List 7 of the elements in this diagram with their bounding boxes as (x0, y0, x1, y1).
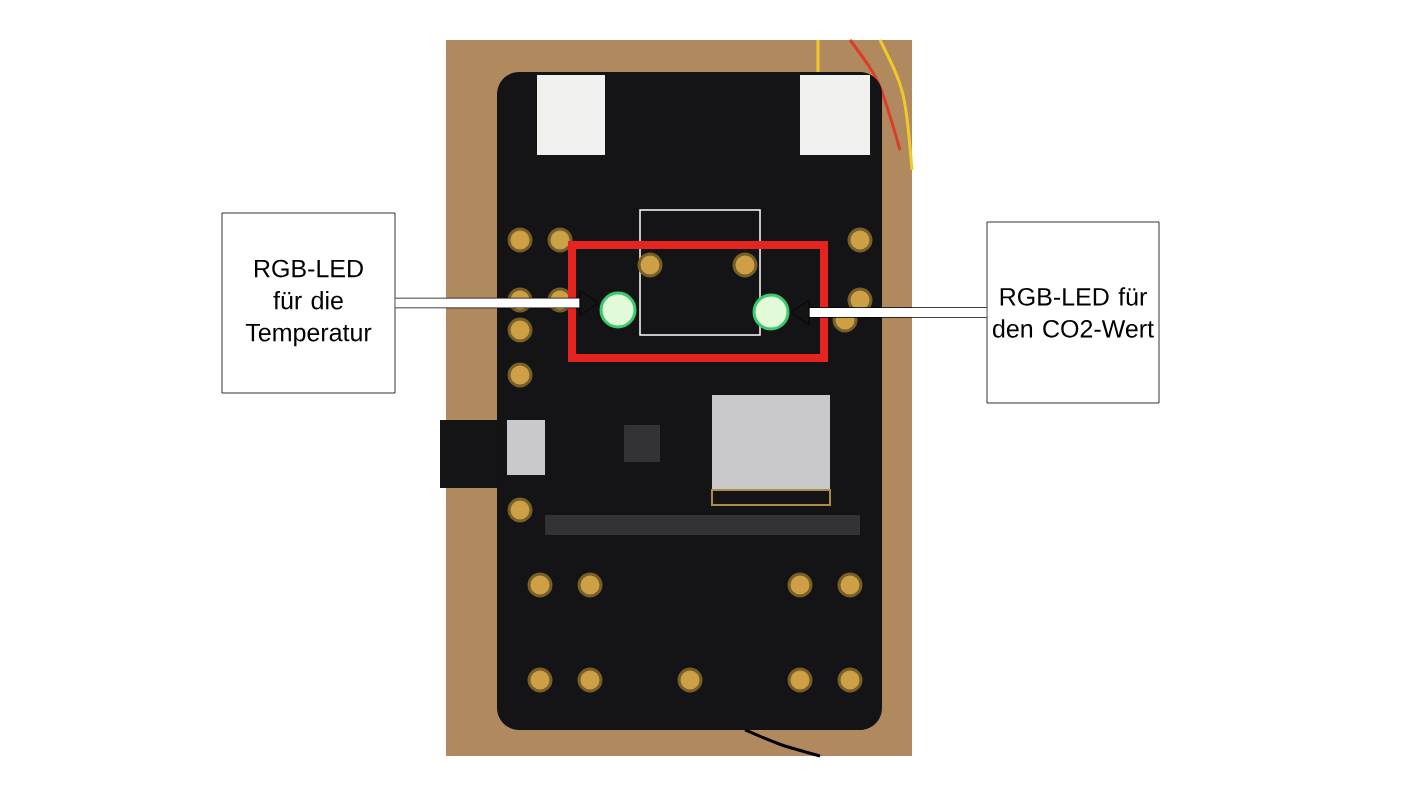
callout-box: RGB-LED für die Temperatur (221, 212, 396, 394)
callout-box: RGB-LED für den CO2-Wert (986, 221, 1160, 404)
highlight-frame (568, 241, 828, 362)
led (752, 293, 790, 331)
arrow (789, 299, 987, 326)
led (599, 291, 637, 329)
arrow (395, 290, 600, 316)
